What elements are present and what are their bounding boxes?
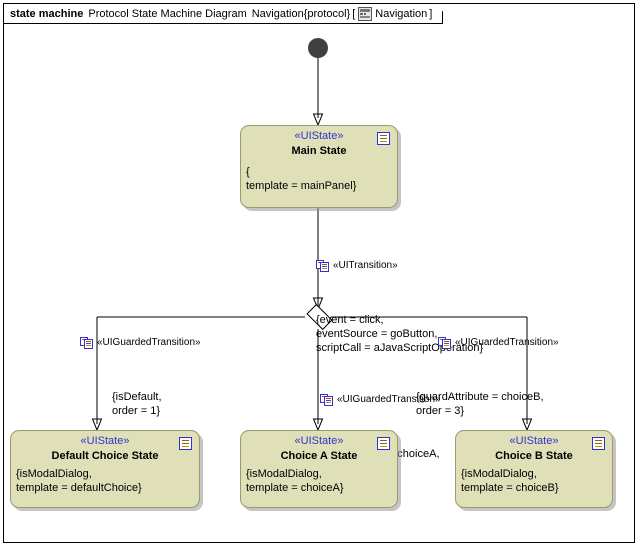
state-main-state[interactable]: «UIState» Main State { template = mainPa… [240,125,398,208]
state-icon [179,437,192,450]
transition-properties: {event = click, eventSource = goButton, … [316,314,484,354]
package-icon [358,7,372,21]
state-choice-b-state[interactable]: «UIState» Choice B State {isModalDialog,… [455,430,613,508]
stereotype-icon [438,336,451,349]
transition-label-main-to-choice: «UITransition» {event = click, eventSour… [316,223,483,391]
state-stereotype: «UIState» [294,435,344,447]
state-stereotype: «UIState» [80,435,130,447]
frame-element-name: Navigation [375,7,428,20]
frame-kind-label: state machine [10,7,84,20]
transition-properties: {guardAttribute = choiceB, order = 3} [416,391,544,417]
state-properties: {isModalDialog, template = defaultChoice… [16,468,142,494]
transition-header: «UITransition» [316,259,483,272]
state-stereotype: «UIState» [294,130,344,142]
state-name: Choice B State [495,450,573,462]
frame-bracket-open: [ [352,7,356,20]
transition-label-to-choice-b: «UIGuardedTransition» {guardAttribute = … [416,300,559,454]
diagram-frame-header[interactable]: state machine Protocol State Machine Dia… [3,3,443,24]
frame-bracket-close: ] [429,7,433,20]
state-icon [377,437,390,450]
state-stereotype: «UIState» [509,435,559,447]
state-choice-a-state[interactable]: «UIState» Choice A State {isModalDialog,… [240,430,398,508]
transition-stereotype: «UIGuardedTransition» [455,337,559,348]
transition-stereotype: «UIGuardedTransition» [337,394,441,405]
transition-header: «UIGuardedTransition» [438,336,559,349]
stereotype-icon [80,336,93,349]
transition-stereotype: «UIGuardedTransition» [97,337,201,348]
initial-pseudostate[interactable] [308,38,328,58]
state-icon [377,132,390,145]
state-properties: {isModalDialog, template = choiceB} [461,468,559,494]
transition-stereotype: «UITransition» [333,260,398,271]
state-properties: {isModalDialog, template = choiceA} [246,468,344,494]
state-name: Main State [291,145,347,157]
state-name: Choice A State [280,450,358,462]
stereotype-icon [316,259,329,272]
state-default-choice-state[interactable]: «UIState» Default Choice State {isModalD… [10,430,200,508]
transition-header: «UIGuardedTransition» [320,393,441,406]
frame-context-label: Navigation{protocol} [251,7,351,20]
stereotype-icon [320,393,333,406]
transition-label-to-default: «UIGuardedTransition» {isDefault, order … [80,300,201,454]
frame-diagram-name: Protocol State Machine Diagram [88,7,247,20]
state-icon [592,437,605,450]
state-properties: { template = mainPanel} [246,166,357,192]
transition-properties: {isDefault, order = 1} [112,391,162,417]
state-name: Default Choice State [51,450,159,462]
transition-header: «UIGuardedTransition» [80,336,201,349]
